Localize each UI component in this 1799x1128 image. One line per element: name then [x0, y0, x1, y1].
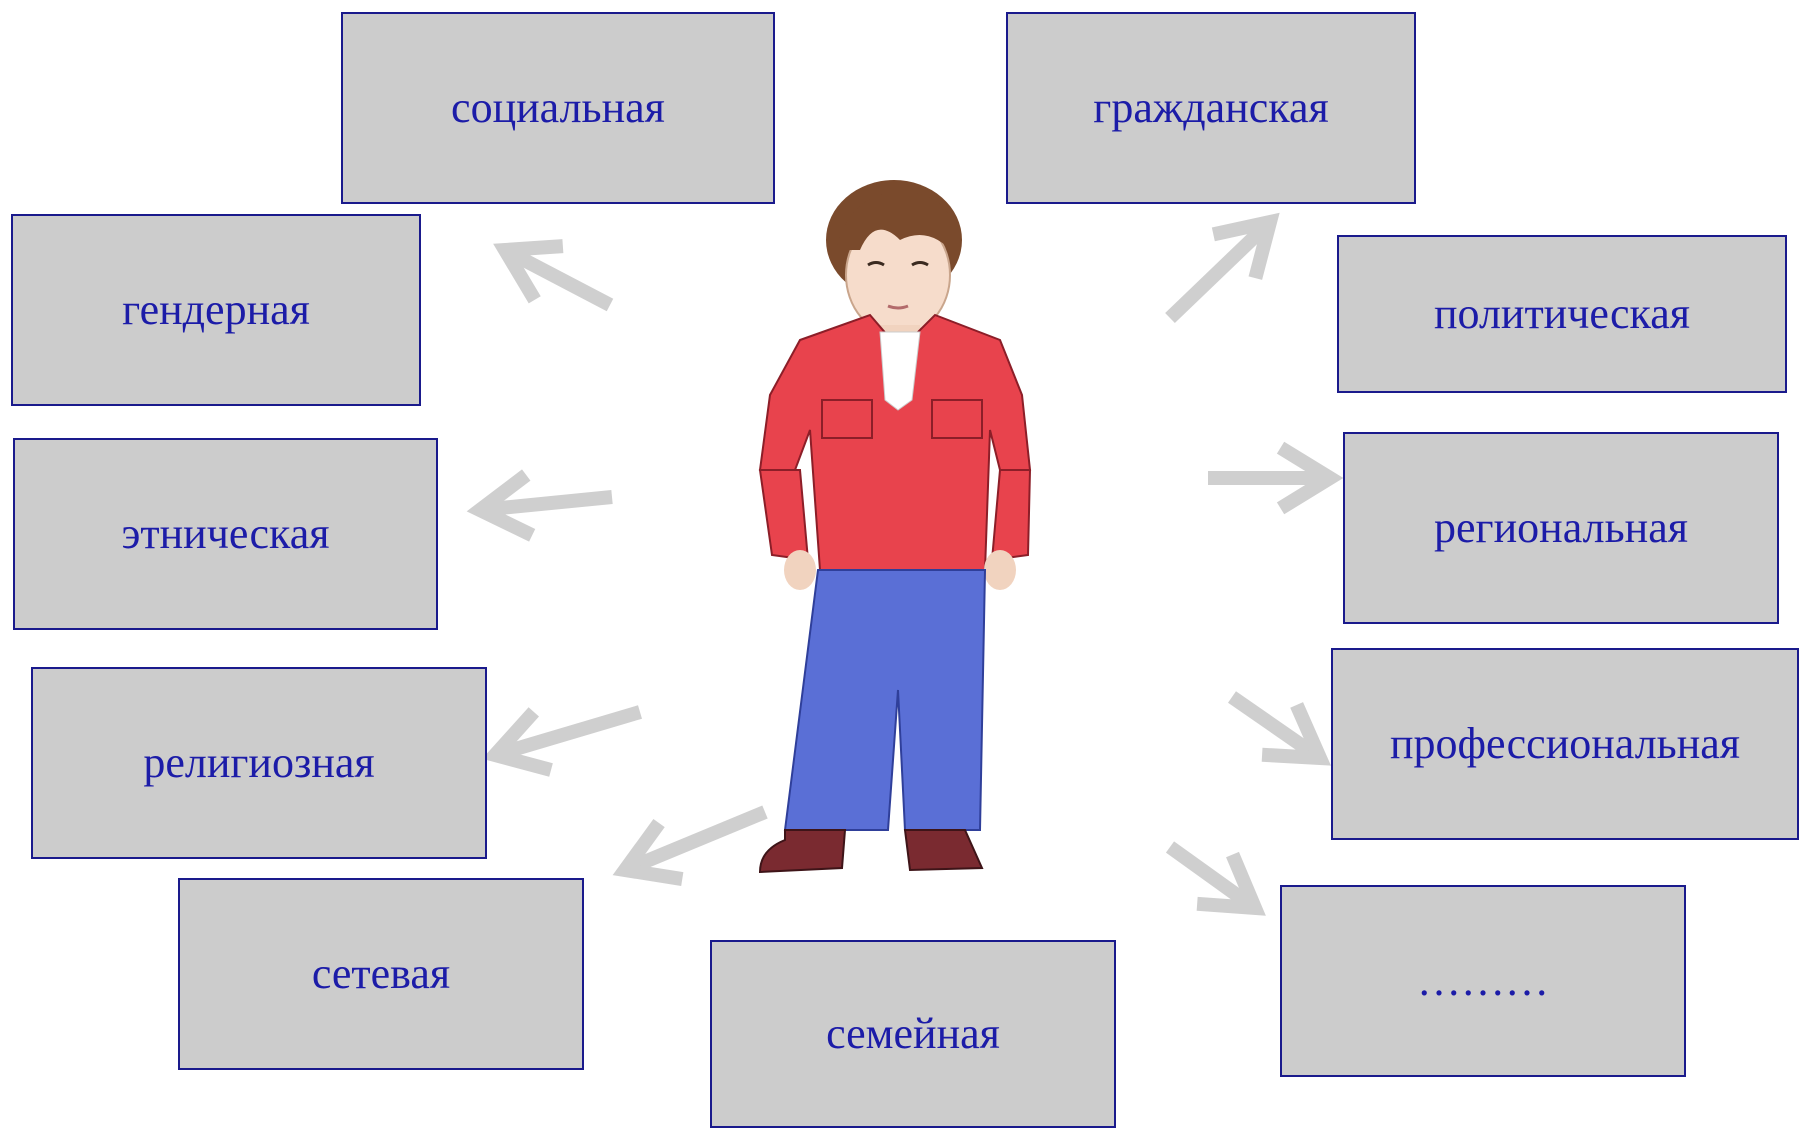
box-religious: религиозная	[31, 667, 487, 859]
hair-fringe	[836, 191, 956, 255]
box-more-label: ………	[1417, 956, 1549, 1005]
box-civil: гражданская	[1006, 12, 1416, 204]
box-civil-label: гражданская	[1093, 83, 1329, 132]
arrow-7	[1165, 841, 1255, 911]
arrowhead-6	[612, 818, 684, 886]
left-shoe	[758, 829, 847, 874]
box-social-label: социальная	[451, 83, 665, 132]
arrowhead-2	[466, 469, 536, 542]
box-family-label: семейная	[826, 1009, 1000, 1058]
box-professional: профессиональная	[1331, 648, 1799, 840]
box-political: политическая	[1337, 235, 1787, 393]
arrow-0	[507, 246, 614, 312]
box-gender-label: гендерная	[122, 285, 310, 334]
arrow-1	[1165, 221, 1271, 324]
arrow-4	[498, 705, 642, 761]
arrowhead-0	[493, 239, 564, 304]
arrow-6	[627, 805, 768, 875]
arrowhead-1	[1211, 212, 1280, 280]
box-social: социальная	[341, 12, 775, 204]
box-regional: региональная	[1343, 432, 1779, 624]
arrowhead-5	[1261, 702, 1332, 766]
box-network-label: сетевая	[311, 949, 451, 998]
box-ethnic-label: этническая	[121, 509, 330, 558]
blue-jeans	[783, 569, 987, 831]
right-shoe	[903, 829, 984, 872]
box-religious-label: религиозная	[143, 738, 375, 787]
arrow-2	[485, 490, 613, 517]
box-network: сетевая	[178, 878, 584, 1070]
arrowhead-3	[1276, 441, 1344, 515]
box-political-label: политическая	[1433, 289, 1690, 338]
box-regional-label: региональная	[1434, 503, 1688, 552]
arrowhead-4	[482, 707, 553, 777]
box-family: семейная	[710, 940, 1116, 1128]
box-more: ………	[1280, 885, 1686, 1077]
arrow-5	[1228, 691, 1320, 761]
box-gender: гендерная	[11, 214, 421, 406]
box-ethnic: этническая	[13, 438, 438, 630]
arrowhead-7	[1196, 851, 1266, 916]
box-professional-label: профессиональная	[1389, 719, 1741, 768]
